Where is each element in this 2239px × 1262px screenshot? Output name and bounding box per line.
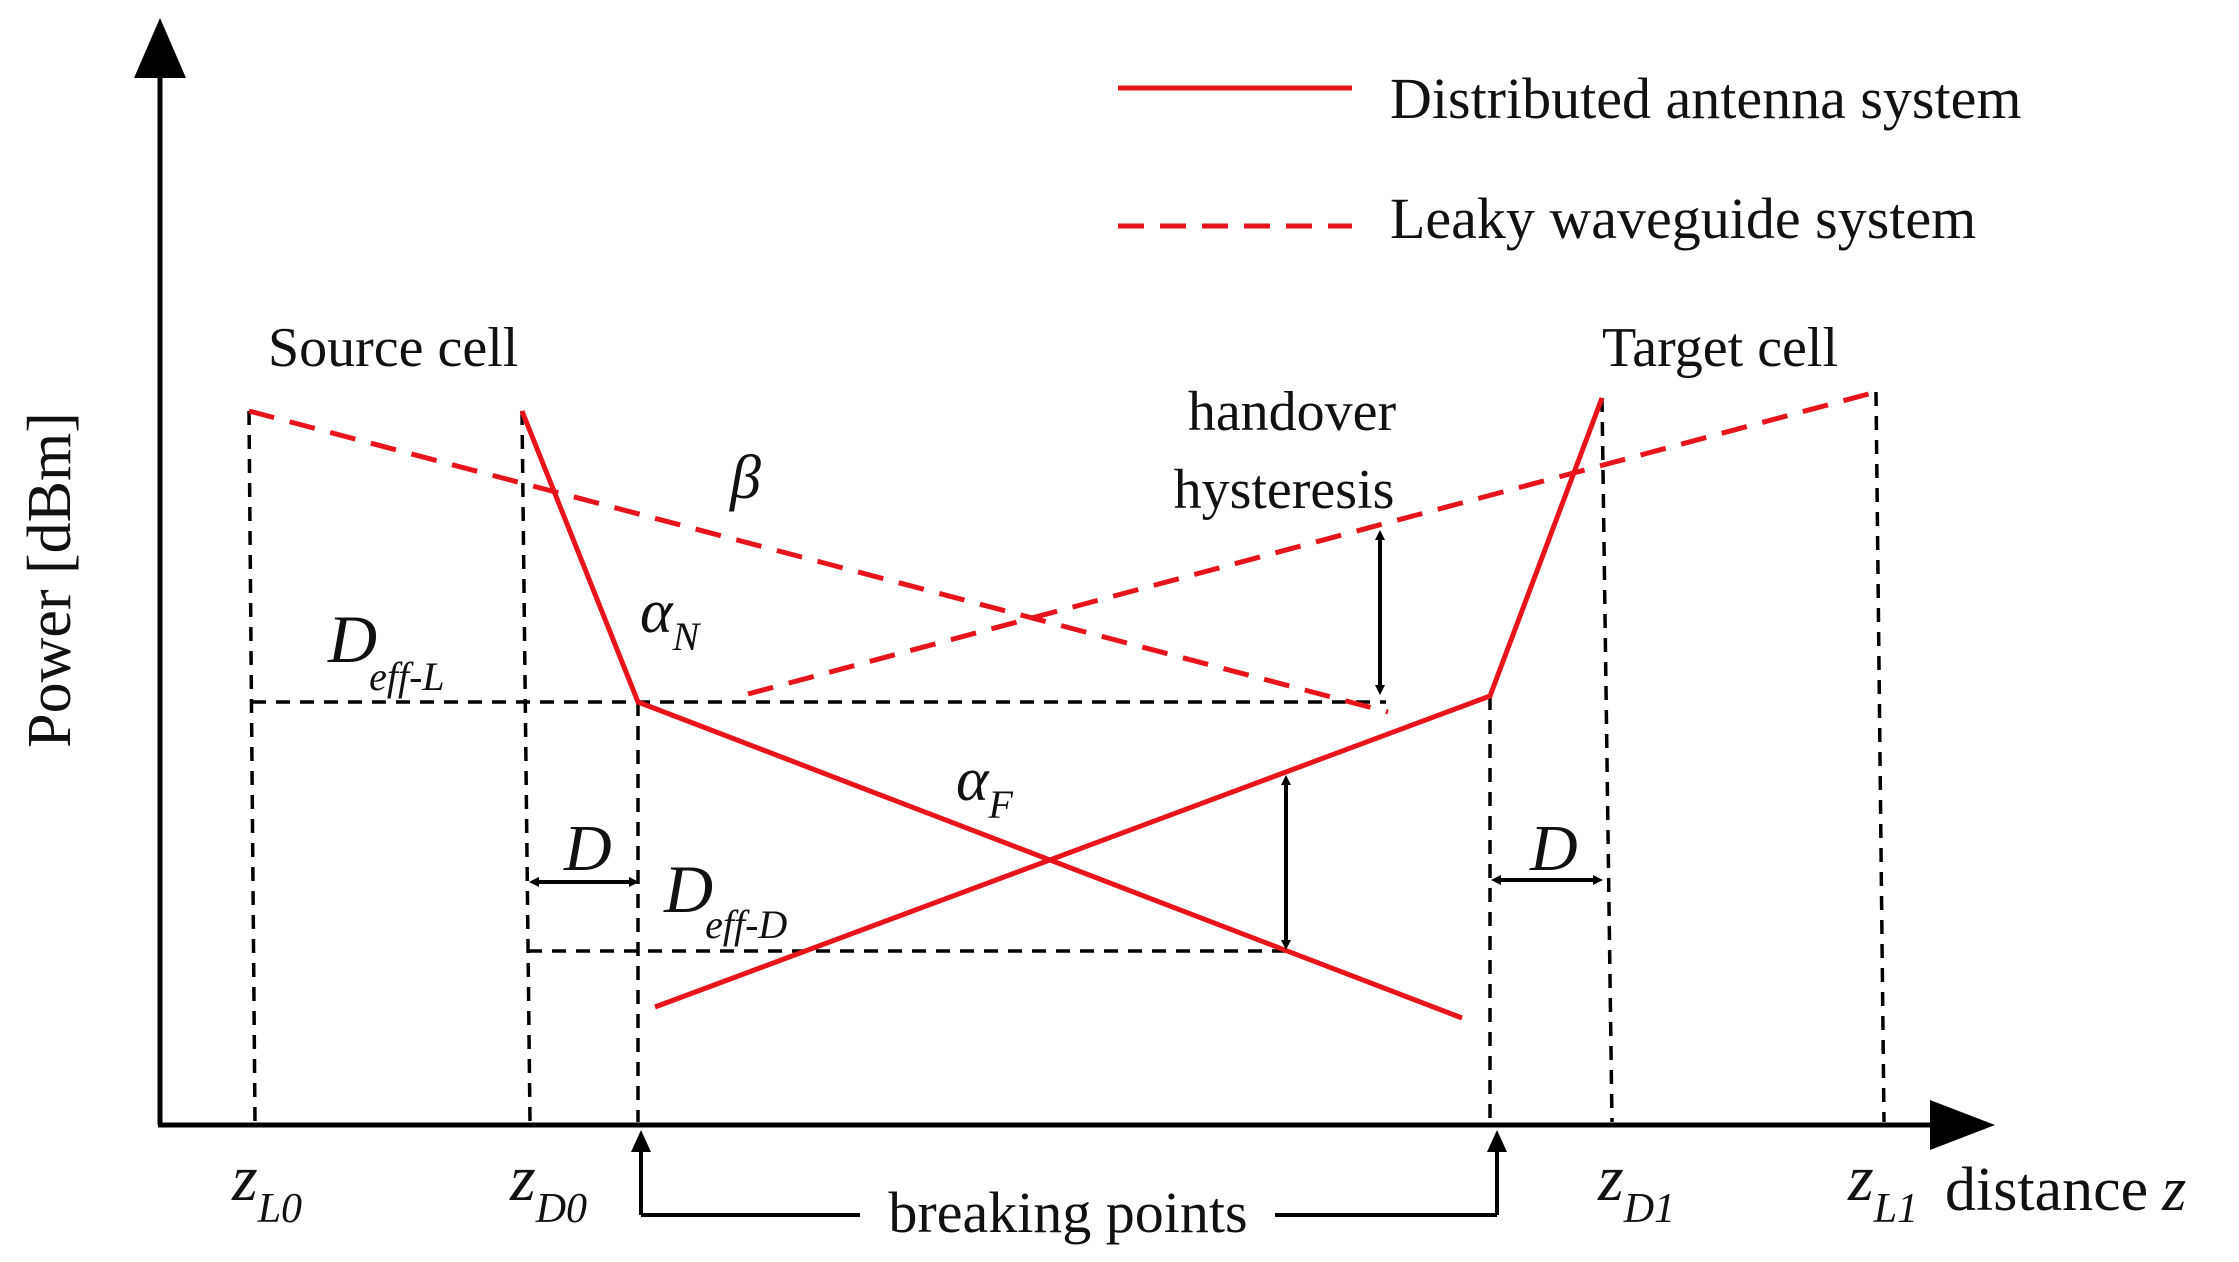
handover-label: handover (1188, 381, 1397, 443)
hysteresis-label: hysteresis (1174, 459, 1395, 521)
alpha-f-symbol: αF (956, 746, 1014, 827)
das-target-line (654, 397, 1605, 1010)
target-cell-label: Target cell (1602, 317, 1838, 379)
guide-zL0 (247, 410, 257, 1123)
leaky-target-line (747, 389, 1877, 697)
guide-zL1 (1874, 391, 1886, 1123)
d-eff-l-symbol: Deff-L (327, 601, 445, 699)
x-tick-labels: zL0 zD0 zD1 zL1 (231, 1142, 1918, 1232)
source-cell-label: Source cell (268, 317, 518, 379)
tick-zL1: zL1 (1847, 1142, 1918, 1232)
d-left-label: D (563, 812, 612, 885)
measurement-arrows (529, 530, 1603, 950)
alpha-n-main: α (640, 578, 674, 646)
alpha-f-sub: F (988, 782, 1014, 827)
bracket-right-arrowhead (1487, 1130, 1507, 1152)
alpha-f-main: α (956, 746, 990, 814)
axes (134, 18, 1995, 1150)
d-right-label: D (1529, 812, 1578, 885)
d-eff-d-main: D (663, 851, 713, 927)
beta-symbol: β (729, 444, 761, 512)
tick-zD1: zD1 (1597, 1142, 1675, 1232)
tick-zD0: zD0 (509, 1142, 587, 1232)
breaking-points-label: breaking points (888, 1180, 1247, 1245)
alpha-n-symbol: αN (640, 578, 702, 659)
tick-zL0: zL0 (231, 1142, 302, 1232)
legend-solid-label: Distributed antenna system (1390, 66, 2021, 131)
vertical-guides (247, 391, 1886, 1123)
x-axis-arrow (1930, 1100, 1995, 1150)
y-axis-arrow (134, 18, 186, 78)
guide-zD1 (1600, 397, 1614, 1123)
guide-zD0 (520, 410, 532, 1123)
legend: Distributed antenna system Leaky wavegui… (1118, 66, 2021, 251)
leaky-waveguide-lines (248, 389, 1877, 715)
leaky-source-line (248, 408, 1389, 715)
horizontal-guides (252, 700, 1386, 953)
legend-dashed-label: Leaky waveguide system (1390, 186, 1976, 251)
x-axis-symbol: z (2161, 1156, 2186, 1224)
breaking-points-bracket (631, 1130, 1507, 1217)
das-source-line (519, 410, 1463, 1021)
das-lines (519, 397, 1605, 1021)
y-axis-label: Power [dBm] (16, 412, 84, 748)
d-eff-d-symbol: Deff-D (663, 851, 787, 947)
d-eff-l-main: D (327, 601, 377, 677)
d-eff-l-sub: eff-L (369, 654, 445, 699)
x-axis-label-text: distance (1945, 1156, 2148, 1224)
alpha-n-sub: N (672, 614, 702, 659)
bracket-left-arrowhead (631, 1130, 651, 1152)
d-eff-d-sub: eff-D (705, 902, 787, 947)
